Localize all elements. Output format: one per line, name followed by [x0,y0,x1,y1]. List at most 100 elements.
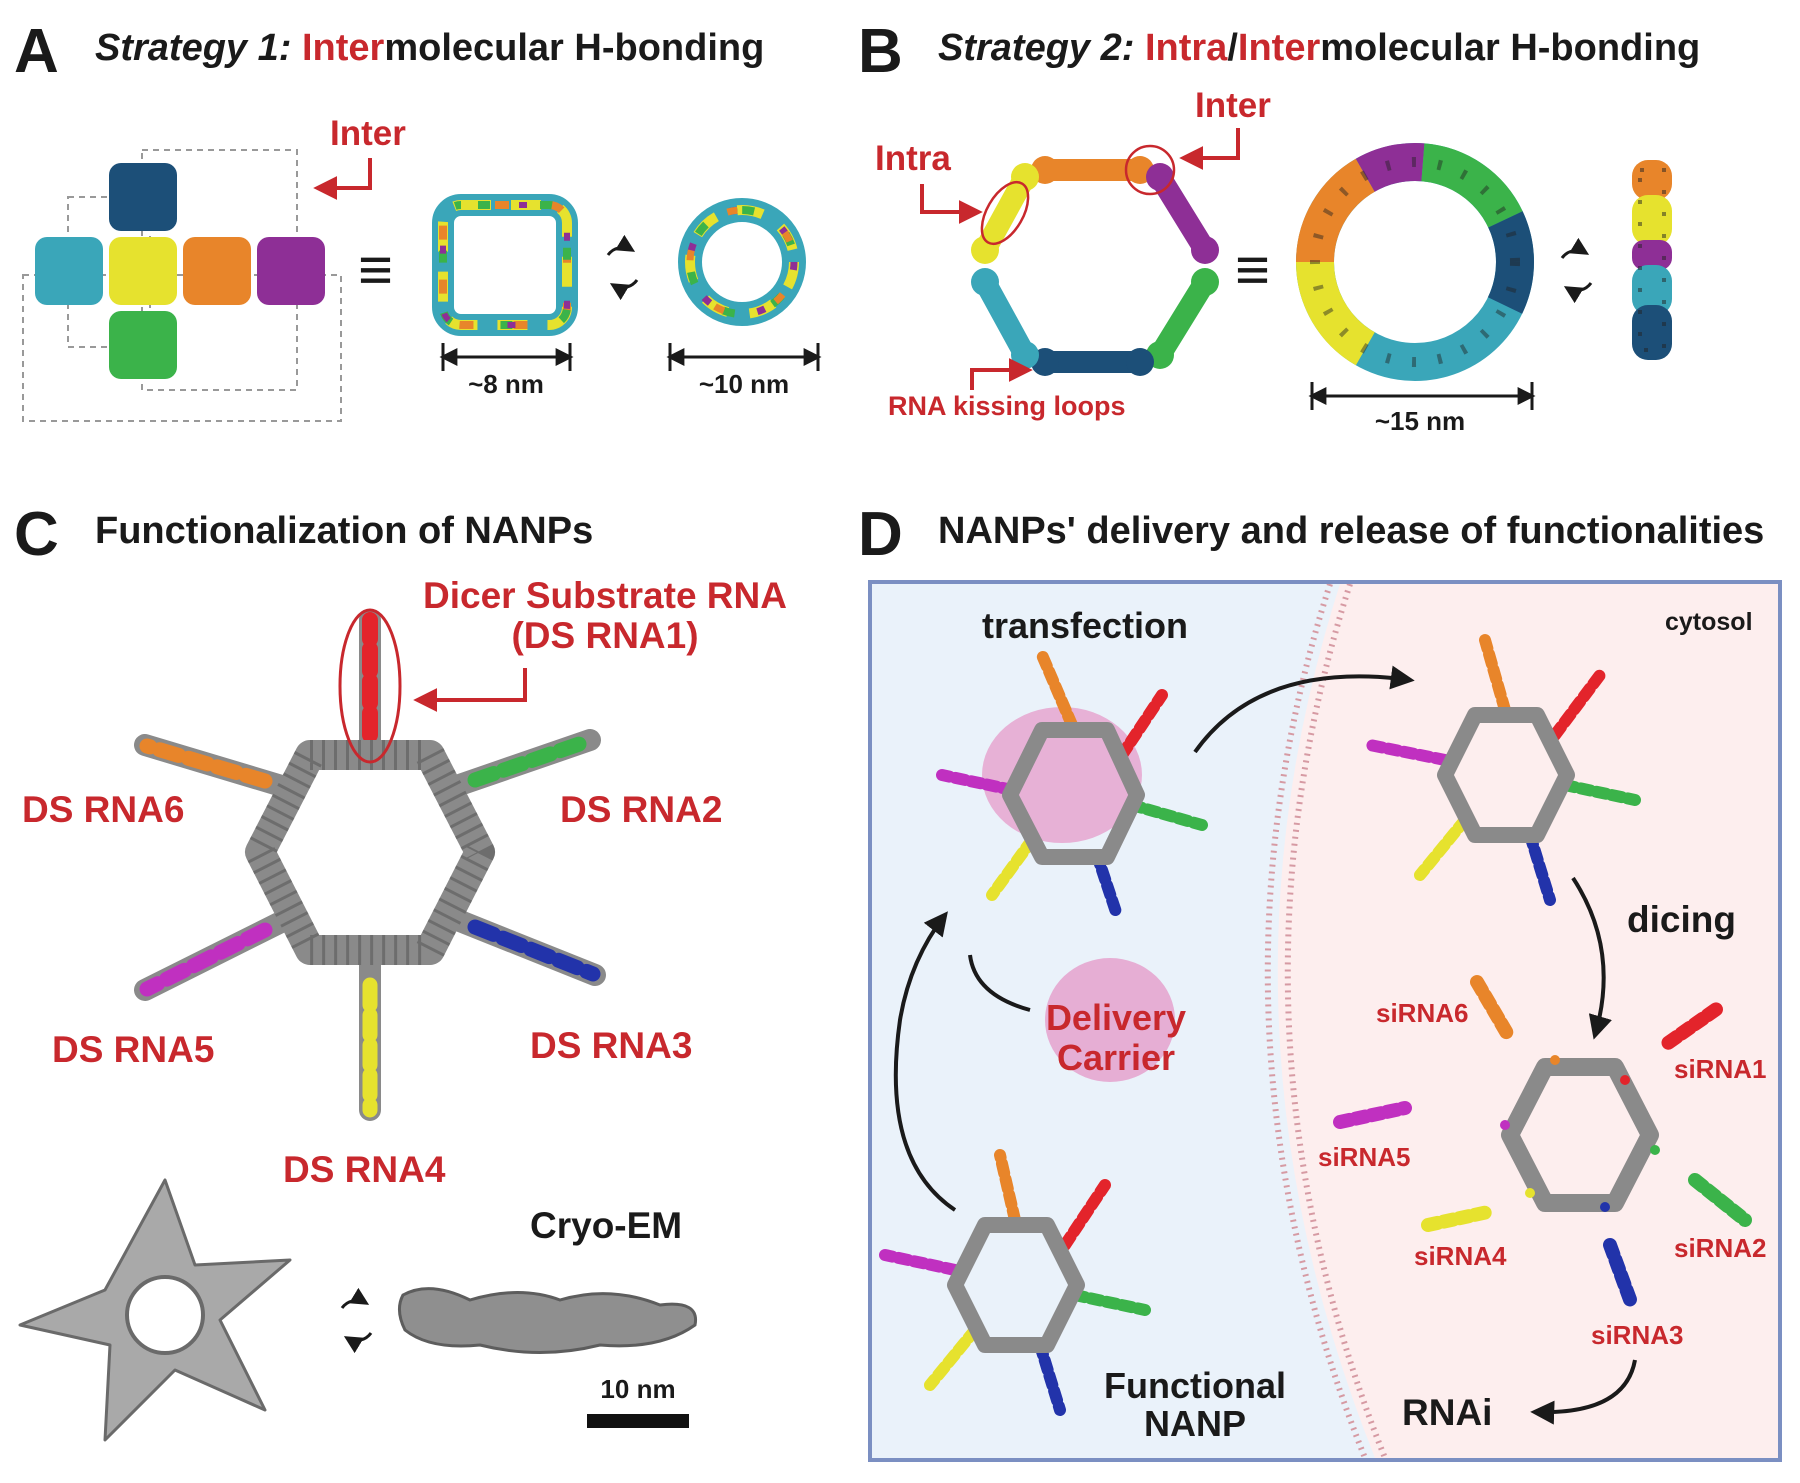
arm-ds5 [134,904,306,1001]
ds5-label: DS RNA5 [52,1029,214,1070]
nanp-with-carrier [936,649,1208,921]
panel-b: B Strategy 2: Intra/Intermolecular H-bon… [858,17,1700,436]
tile-teal [35,237,103,305]
transfection-label: transfection [982,605,1188,646]
ds4-label: DS RNA4 [283,1149,446,1190]
rnai-label: RNAi [1402,1392,1492,1433]
cytosol-label: cytosol [1665,608,1753,636]
panel-b-title-slash: / [1227,27,1238,69]
nanp-in-cytosol [1364,634,1641,906]
dim-8nm-label: ~8 nm [468,369,544,399]
panel-d-title: NANPs' delivery and release of functiona… [938,510,1764,552]
rotate-icon-a [606,234,639,301]
dim-15nm: ~15 nm [1308,382,1536,436]
sirna4-helix [1421,1205,1495,1232]
dim-15nm-label: ~15 nm [1375,406,1465,436]
ds2-label: DS RNA2 [560,789,722,830]
ring-nanoparticle [1296,143,1534,381]
panel-a-title-red: Inter [302,27,385,69]
panel-a-letter: A [14,17,59,86]
panel-a-equiv: ≡ [358,236,393,303]
panel-d-letter: D [858,500,903,569]
panel-b-inter-label: Inter [1195,86,1271,125]
delivery-carrier: Delivery Carrier [1045,958,1186,1082]
panel-b-letter: B [858,17,903,86]
panel-c-letter: C [14,500,59,569]
ds3-label: DS RNA3 [530,1025,692,1066]
rotate-icon-c [340,1287,373,1354]
sirna3-label: siRNA3 [1591,1320,1683,1350]
cryo-em-label: Cryo-EM [530,1205,682,1246]
sirna2-helix [1688,1173,1752,1227]
uptake-arrow [893,911,957,1212]
diced-core [1500,1055,1660,1212]
panel-b-title-red2: Inter [1238,27,1321,69]
sirna1-label: siRNA1 [1674,1054,1766,1084]
ds1-arrow [413,668,527,712]
arm-ds6 [134,734,306,801]
ds1-highlight [338,608,402,764]
entry-arrow [1193,665,1415,754]
panel-a-inter-arrow [313,158,372,200]
carrier-arrow [968,954,1031,1012]
sirna5-helix [1333,1101,1412,1129]
panel-a-title-rest: molecular H-bonding [384,27,764,69]
panel-a-title-prefix: Strategy 1: [95,27,302,69]
functional-label-line1: Functional [1104,1365,1286,1406]
carrier-label-line1: Delivery [1046,997,1186,1038]
dim-8nm: ~8 nm [439,343,574,399]
cryo-em-side-view [398,1287,698,1354]
panel-a: A Strategy 1: Intermolecular H-bonding I… [14,17,822,422]
ds6-label: DS RNA6 [22,789,184,830]
sirna6-helix [1470,975,1515,1042]
tile-purple [257,237,325,305]
tile-orange [183,237,251,305]
sirna2-label: siRNA2 [1674,1233,1766,1263]
sirna6-label: siRNA6 [1376,998,1468,1028]
panel-b-inter-arrow [1179,128,1240,170]
panel-b-title-red1: Intra [1145,27,1228,69]
sirna-helices [1333,975,1752,1312]
arm-ds2 [434,729,601,801]
arm-ds3 [434,904,606,986]
tile-navy [109,163,177,231]
ring-side-view [1632,160,1672,360]
functionalized-nanp [134,609,606,1121]
panel-b-title-rest: molecular H-bonding [1320,27,1700,69]
hexagon-schematic [971,156,1219,376]
panel-b-kissing-label: RNA kissing loops [888,391,1126,421]
sirna4-label: siRNA4 [1414,1241,1507,1271]
intra-circle [980,180,1030,246]
scale-bar [587,1414,689,1428]
functional-nanp [879,1149,1151,1416]
panel-b-equiv: ≡ [1235,236,1270,303]
sirna3-helix [1603,1238,1639,1312]
panel-a-inter-label: Inter [330,114,406,153]
functional-label-line2: NANP [1144,1403,1246,1444]
tile-green [109,311,177,379]
kissing-arrow [970,358,1033,390]
rnai-arrow [1530,1359,1637,1425]
rotate-icon-b [1560,237,1593,304]
carrier-label-line2: Carrier [1057,1037,1175,1078]
ds1-label-line2: (DS RNA1) [511,615,698,656]
panel-a-title: Strategy 1: Intermolecular H-bonding [95,27,764,69]
tile-yellow [109,237,177,305]
dicing-label: dicing [1627,899,1736,940]
panel-c-title: Functionalization of NANPs [95,510,593,552]
panel-b-intra-label: Intra [875,139,951,178]
panel-b-title: Strategy 2: Intra/Intermolecular H-bondi… [938,27,1700,69]
square-nanoparticle [432,194,578,336]
twisted-nanoparticle [678,198,806,326]
dim-10nm: ~10 nm [666,343,822,399]
scale-label: 10 nm [600,1374,675,1404]
inter-circle [1124,144,1176,196]
panel-b-intra-arrow [920,184,983,224]
panel-c: C Functionalization of NANPs [14,500,787,1442]
sirna5-label: siRNA5 [1318,1142,1410,1172]
cryo-em-top-view [18,1178,292,1442]
cytosol-region [1277,584,1778,1458]
tile-cross [35,163,325,379]
ds1-label-line1: Dicer Substrate RNA [423,575,787,616]
panel-b-title-prefix: Strategy 2: [938,27,1145,69]
